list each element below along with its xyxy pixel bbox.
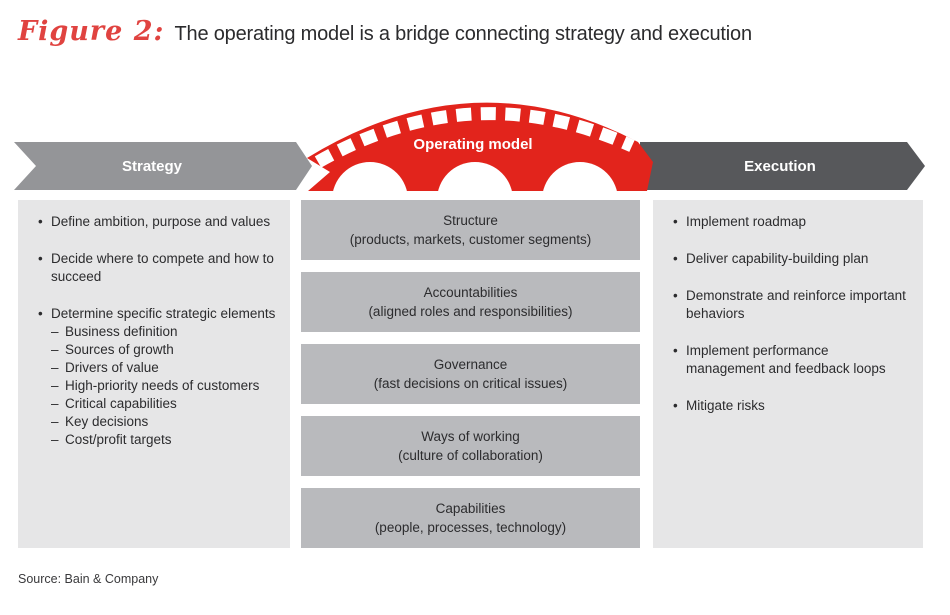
box-title: Ways of working xyxy=(421,429,520,444)
strategy-sub-item: Cost/profit targets xyxy=(51,431,278,449)
strategy-bullet-text: Decide where to compete and how to succe… xyxy=(51,251,274,284)
execution-panel: Implement roadmap Deliver capability-bui… xyxy=(653,200,923,548)
strategy-panel: Define ambition, purpose and values Deci… xyxy=(18,200,290,548)
execution-arrow xyxy=(640,142,925,190)
execution-bullet-item: Mitigate risks xyxy=(673,397,911,415)
strategy-sub-item: Business definition xyxy=(51,323,278,341)
bridge-ties xyxy=(314,107,635,168)
execution-bullet-item: Demonstrate and reinforce important beha… xyxy=(673,287,911,323)
strategy-arrow-label: Strategy xyxy=(122,158,183,175)
strategy-sub-item: Key decisions xyxy=(51,413,278,431)
bridge-diagram: Strategy Execution Operating model xyxy=(14,102,925,200)
figure-number-label: Figure 2: xyxy=(18,16,165,47)
box-title: Capabilities xyxy=(435,501,506,516)
operating-model-box-accountabilities: Accountabilities (aligned roles and resp… xyxy=(301,272,640,332)
operating-model-box-structure: Structure (products, markets, customer s… xyxy=(301,200,640,260)
figure-title: The operating model is a bridge connecti… xyxy=(174,23,753,45)
strategy-arrow xyxy=(14,142,312,190)
execution-arrow-label: Execution xyxy=(744,158,816,175)
operating-model-label: Operating model xyxy=(413,136,532,153)
box-subtitle: (fast decisions on critical issues) xyxy=(373,376,568,391)
box-subtitle: (people, processes, technology) xyxy=(374,520,567,535)
strategy-sub-item: High-priority needs of customers xyxy=(51,377,278,395)
strategy-bullet-item: Define ambition, purpose and values xyxy=(38,213,278,231)
execution-bullet-item: Deliver capability-building plan xyxy=(673,250,911,268)
operating-model-box-governance: Governance (fast decisions on critical i… xyxy=(301,344,640,404)
box-title: Governance xyxy=(433,357,508,372)
bridge-arch-center xyxy=(437,162,513,200)
strategy-bullet-item: Determine specific strategic elements Bu… xyxy=(38,305,278,449)
figure-header: Figure 2: The operating model is a bridg… xyxy=(18,16,918,47)
operating-model-box-ways-of-working: Ways of working (culture of collaboratio… xyxy=(301,416,640,476)
source-note: Source: Bain & Company xyxy=(18,572,159,586)
operating-model-column: Structure (products, markets, customer s… xyxy=(301,200,640,560)
strategy-bullet-text: Determine specific strategic elements xyxy=(51,306,276,321)
box-title: Accountabilities xyxy=(423,285,518,300)
box-subtitle: (culture of collaboration) xyxy=(398,448,543,463)
box-title: Structure xyxy=(443,213,498,228)
strategy-bullet-item: Decide where to compete and how to succe… xyxy=(38,250,278,286)
bridge-arch-left xyxy=(332,162,408,200)
execution-bullet-item: Implement performance management and fee… xyxy=(673,342,911,378)
box-subtitle: (aligned roles and responsibilities) xyxy=(368,304,573,319)
bridge-arch-right xyxy=(542,162,618,200)
box-subtitle: (products, markets, customer segments) xyxy=(349,232,592,247)
strategy-sub-item: Sources of growth xyxy=(51,341,278,359)
operating-model-box-capabilities: Capabilities (people, processes, technol… xyxy=(301,488,640,548)
strategy-sub-item: Drivers of value xyxy=(51,359,278,377)
strategy-sub-item: Critical capabilities xyxy=(51,395,278,413)
execution-bullet-item: Implement roadmap xyxy=(673,213,911,231)
strategy-bullet-text: Define ambition, purpose and values xyxy=(51,214,271,229)
